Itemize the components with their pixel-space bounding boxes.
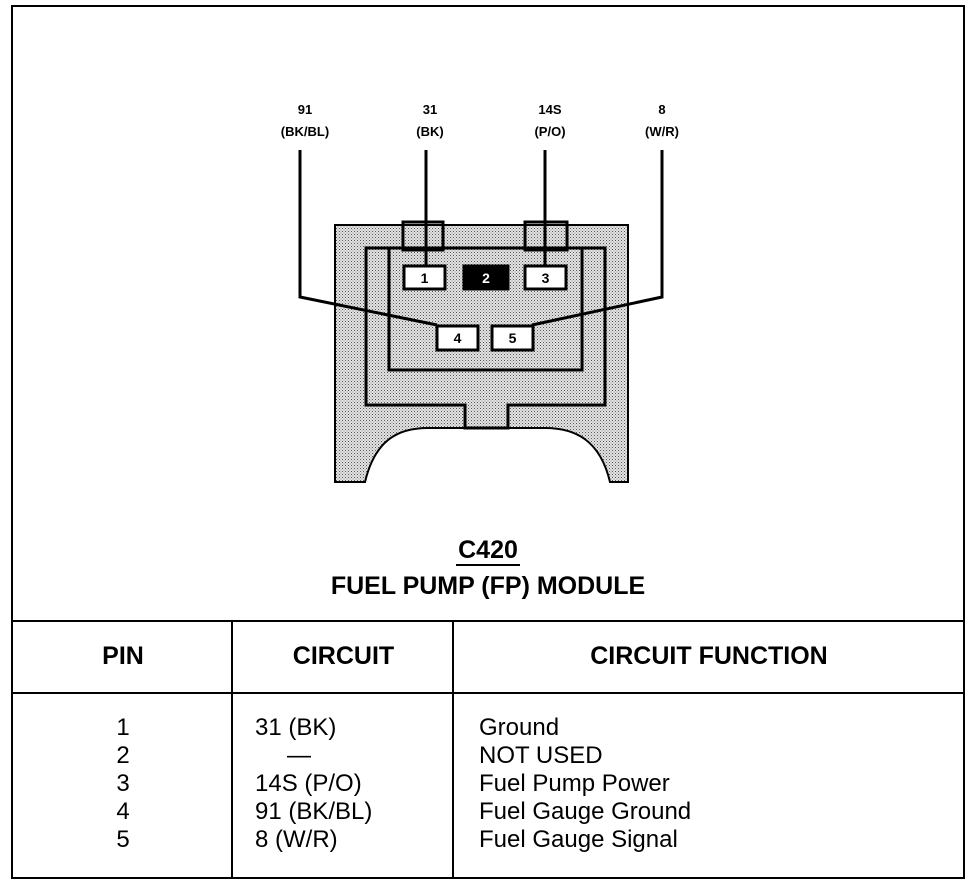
- table-cell-circuit: 31 (BK): [255, 714, 337, 741]
- pin-cavity-3: [523, 264, 568, 291]
- header-pin: PIN: [102, 642, 144, 670]
- table-cell-pin: 2: [116, 742, 130, 769]
- connector-body: [334, 224, 629, 483]
- table-cell-function: Ground: [479, 714, 560, 741]
- pin-number-2: 2: [482, 270, 490, 286]
- circuit-column: 31 (BK) — 14S (P/O) 91 (BK/BL) 8 (W/R): [255, 714, 372, 854]
- table-header-divider: [13, 692, 963, 694]
- wires: [298, 150, 664, 327]
- pin-cavity-4: [435, 324, 480, 352]
- table-cell-pin: 3: [116, 770, 130, 797]
- connector-diagram: 1 2 3 4 5: [298, 150, 664, 483]
- header-circuit: CIRCUIT: [292, 642, 395, 670]
- wire-label-91: 91(BK/BL): [280, 102, 330, 139]
- table-cell-function: Fuel Pump Power: [479, 770, 670, 797]
- table-cell-pin: 5: [116, 826, 130, 853]
- wire-91: [298, 150, 438, 327]
- wire-label-14s: 14S(P/O): [534, 102, 566, 139]
- table-cell-function: Fuel Gauge Signal: [479, 826, 678, 853]
- table-cell-circuit: 8 (W/R): [255, 826, 338, 853]
- pin-number-4: 4: [454, 330, 462, 346]
- wire-8: [531, 150, 664, 327]
- table-cell-function: Fuel Gauge Ground: [479, 798, 692, 825]
- table-column-divider-2: [452, 620, 454, 878]
- header-circuit-function: CIRCUIT FUNCTION: [590, 642, 828, 670]
- pin-number-1: 1: [421, 270, 429, 286]
- table-cell-circuit: 14S (P/O): [255, 770, 362, 797]
- table-column-divider-1: [231, 620, 233, 878]
- wire-label-31: 31(BK): [416, 102, 444, 139]
- connector-id: C420: [456, 536, 520, 566]
- pin-number-5: 5: [509, 330, 517, 346]
- pin-cavity-5: [490, 324, 535, 352]
- function-column: Ground NOT USED Fuel Pump Power Fuel Gau…: [479, 714, 691, 854]
- pin-column: 1 2 3 4 5: [13, 714, 233, 854]
- pin-number-3: 3: [542, 270, 550, 286]
- diagram-frame: [11, 5, 965, 879]
- connector-name: FUEL PUMP (FP) MODULE: [330, 572, 646, 600]
- connector-outer-frame: [364, 246, 607, 430]
- pin-cavity-2: [462, 264, 510, 291]
- table-cell-pin: 4: [116, 798, 130, 825]
- table-top-border: [13, 620, 963, 622]
- terminal-tab-pin-1: [401, 220, 445, 252]
- pin-cavity-1: [402, 264, 447, 291]
- wire-label-8: 8(W/R): [645, 102, 679, 139]
- table-cell-function: NOT USED: [479, 742, 603, 769]
- table-cell-circuit: —: [287, 742, 311, 769]
- table-cell-pin: 1: [116, 714, 130, 741]
- table-cell-circuit: 91 (BK/BL): [255, 798, 373, 825]
- connector-inner-recess: [387, 246, 584, 372]
